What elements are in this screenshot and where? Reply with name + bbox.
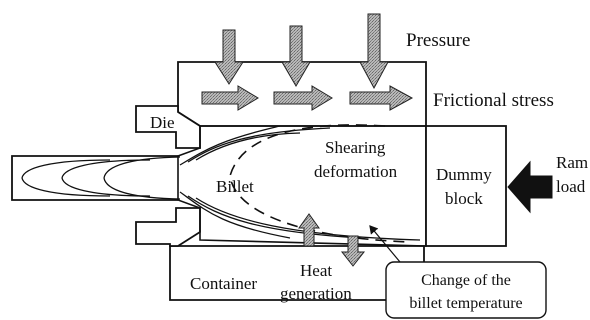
heat-generation-label-line2: generation xyxy=(280,284,352,303)
pressure-arrow xyxy=(281,25,311,87)
pressure-label: Pressure xyxy=(406,30,470,51)
ram-load-arrow xyxy=(507,160,553,214)
friction-arrow xyxy=(201,85,259,111)
billet-label: Billet xyxy=(216,177,254,196)
heat-down-arrow xyxy=(340,235,366,267)
container-label: Container xyxy=(190,274,257,293)
dummy-block-label-line1: Dummy xyxy=(436,165,492,184)
heat-generation-label-line1: Heat xyxy=(300,261,332,280)
temperature-callout-box xyxy=(385,261,547,319)
ram-load-label-line1: Ram xyxy=(556,153,588,172)
frictional-stress-label: Frictional stress xyxy=(433,90,554,111)
dummy-block-label-line2: block xyxy=(445,189,483,208)
dummy-block xyxy=(425,125,507,247)
callout-pointer xyxy=(369,225,401,263)
shearing-label-line2: deformation xyxy=(314,162,398,181)
flow-line xyxy=(187,127,331,163)
pressure-arrow xyxy=(214,29,244,85)
flow-line xyxy=(179,125,281,166)
friction-arrow xyxy=(273,85,333,111)
flow-line xyxy=(61,159,151,197)
temperature-callout-line2: billet temperature xyxy=(409,295,522,312)
die-label: Die xyxy=(150,113,175,132)
shearing-label-line1: Shearing xyxy=(325,138,386,157)
flow-line xyxy=(179,191,291,239)
ram-load-label-line2: load xyxy=(556,177,586,196)
extruded-product xyxy=(11,155,178,201)
heat-up-arrow xyxy=(298,213,320,247)
flow-line xyxy=(103,156,181,200)
friction-arrow xyxy=(349,85,414,111)
temperature-callout-line1: Change of the xyxy=(421,272,511,289)
flow-line xyxy=(195,132,301,161)
flow-line xyxy=(187,195,361,239)
flow-line xyxy=(21,159,111,197)
pressure-arrow xyxy=(359,13,389,90)
shear-zone-boundary xyxy=(229,124,411,243)
die-lower xyxy=(135,207,201,247)
flow-line xyxy=(195,197,421,241)
